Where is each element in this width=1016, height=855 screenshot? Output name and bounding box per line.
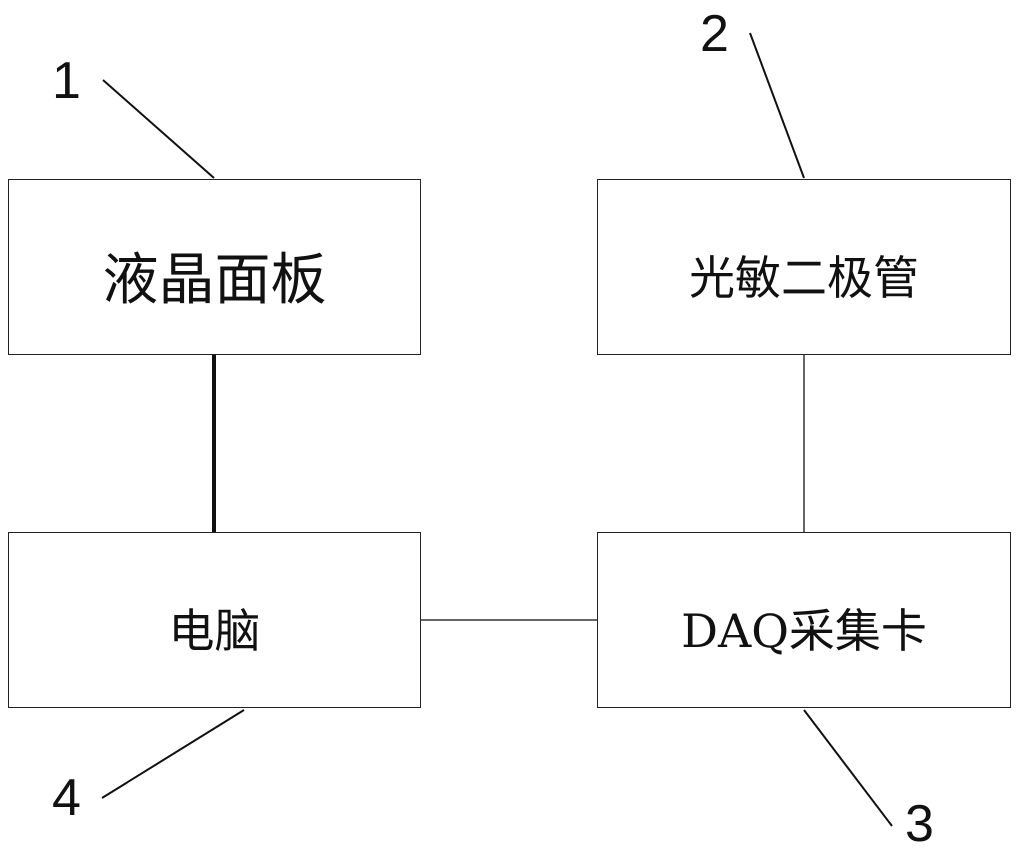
leader-line-4 [102, 710, 244, 798]
daq-card-box: DAQ采集卡 [597, 532, 1011, 708]
photodiode-label: 光敏二极管 [689, 242, 919, 308]
daq-card-label: DAQ采集卡 [681, 595, 927, 661]
photodiode-box: 光敏二极管 [597, 179, 1011, 355]
computer-label: 电脑 [169, 595, 261, 661]
lcd-panel-label: 液晶面板 [103, 235, 327, 316]
leader-line-1 [103, 80, 214, 178]
leader-line-2 [750, 33, 804, 178]
reference-number-1: 1 [52, 55, 81, 107]
reference-number-2: 2 [700, 8, 729, 60]
leader-line-3 [804, 710, 892, 826]
reference-number-3: 3 [905, 798, 934, 850]
computer-box: 电脑 [8, 532, 421, 708]
reference-number-4: 4 [52, 772, 81, 824]
lcd-panel-box: 液晶面板 [8, 179, 421, 355]
